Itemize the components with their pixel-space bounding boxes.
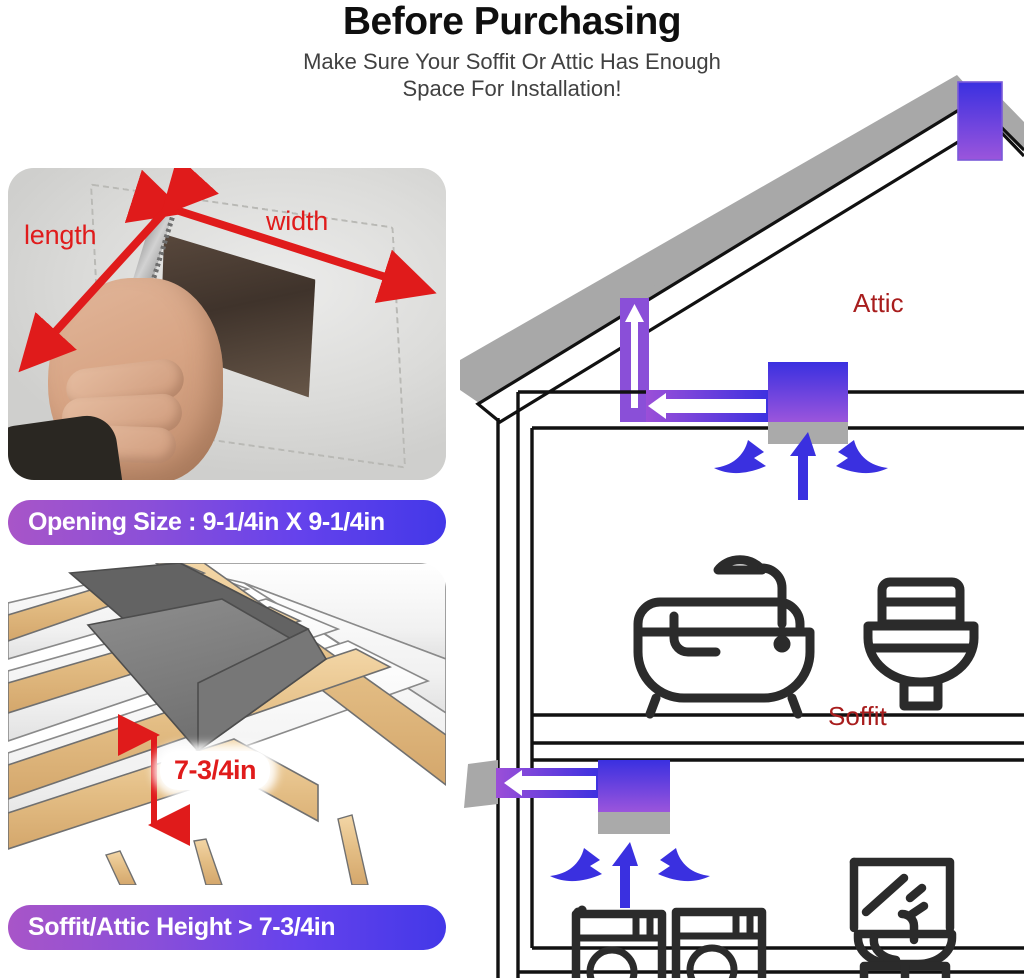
- length-label: length: [24, 220, 97, 250]
- roof-vent-box: [957, 81, 1003, 161]
- toilet-icon: [863, 577, 979, 711]
- length-arrow: [18, 168, 219, 373]
- soffit-exhaust-fan-assembly: [464, 760, 670, 834]
- soffit-label: Soffit: [828, 701, 887, 731]
- house-walls: [496, 390, 1024, 978]
- washer-icon: [571, 909, 667, 978]
- page-subtitle: Make Sure Your Soffit Or Attic Has Enoug…: [0, 49, 1024, 103]
- soffit-duct-airflow-arrow: [504, 770, 596, 796]
- support-legs: [105, 814, 369, 885]
- roof: [460, 75, 1024, 424]
- attic-exhaust-fan-assembly: [646, 362, 848, 444]
- dimension-arrows: [18, 168, 437, 373]
- header: Before Purchasing Make Sure Your Soffit …: [0, 0, 1024, 103]
- air-intake-arrows-laundry: [550, 842, 710, 908]
- washer-icon-details: [576, 914, 662, 978]
- soffit-fan-body: [598, 760, 670, 812]
- duct-body: [68, 563, 328, 753]
- air-intake-arrows-bathroom: [714, 432, 888, 500]
- joist-illustration: [8, 563, 446, 885]
- ceiling-opening-photo: length width: [8, 168, 446, 480]
- bathtub-icon: [633, 555, 815, 719]
- subtitle-line-2: Space For Installation!: [402, 75, 622, 101]
- dryer-icon-details: [676, 912, 762, 978]
- dryer-icon: [671, 907, 767, 978]
- joist-height-photo: 7-3/4in: [8, 563, 446, 885]
- height-dimension-badge: 7-3/4in: [160, 751, 271, 790]
- duct-airflow-arrow-left: [648, 393, 766, 419]
- soffit-wall-cap: [464, 760, 498, 808]
- opening-size-badge: Opening Size : 9-1/4in X 9-1/4in: [8, 500, 446, 545]
- page-title: Before Purchasing: [342, 0, 682, 43]
- attic-fan-body: [768, 362, 848, 422]
- soffit-height-badge: Soffit/Attic Height > 7-3/4in: [8, 905, 446, 950]
- soffit-fan-grille: [598, 812, 670, 834]
- attic-label: Attic: [853, 288, 904, 318]
- house-cross-section-diagram: Attic Soffit: [460, 60, 1024, 978]
- sink-mirror-icon: [849, 857, 957, 978]
- subtitle-line-1: Make Sure Your Soffit Or Attic Has Enoug…: [303, 48, 721, 74]
- roof-duct-exit: [592, 258, 660, 422]
- duct-airflow-arrow-up: [625, 304, 644, 408]
- left-column: length width Opening Size : 9-1/4in X 9-…: [8, 168, 446, 950]
- width-label: width: [266, 206, 329, 236]
